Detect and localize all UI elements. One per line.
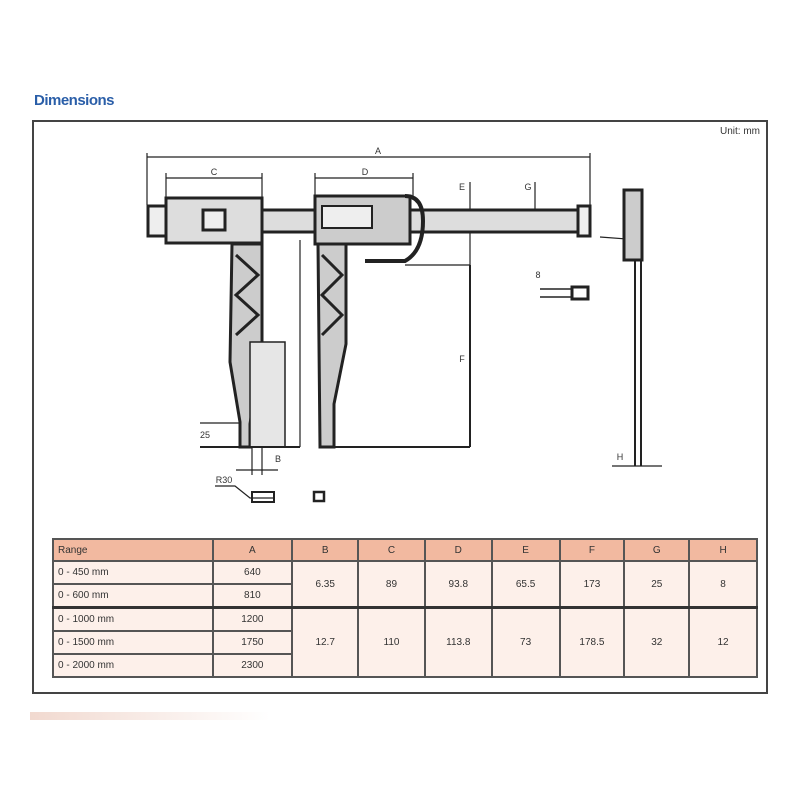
header-d: D [423,538,493,562]
table-row: 0 - 1500 mm 1750 [52,630,757,655]
label-c: C [211,167,218,177]
range-cell: 0 - 600 mm [52,583,214,609]
d-cell: 93.8 [423,560,493,609]
g-cell: 32 [623,606,691,678]
f-cell: 173 [558,560,626,609]
label-d: D [362,167,369,177]
label-e: E [459,182,465,192]
unit-label: Unit: mm [720,126,760,137]
table-row: 0 - 450 mm 640 6.35 89 93.8 65.5 173 25 … [52,560,758,609]
a-cell: 810 [211,583,294,609]
f-cell: 178.5 [558,606,626,678]
b-cell: 12.7 [291,606,360,678]
table-header-row: Range A B C D E F G H [52,538,758,562]
range-cell: 0 - 1000 mm [52,606,214,632]
a-cell: 1200 [211,606,294,632]
header-g: G [623,538,691,562]
range-cell: 0 - 1500 mm [52,630,214,655]
header-h: H [688,538,758,562]
a-cell: 1750 [211,630,294,655]
header-a: A [211,538,294,562]
e-cell: 65.5 [490,560,561,609]
label-8: 8 [535,270,540,280]
section-title: Dimensions [34,92,115,109]
label-r30: R30 [216,475,233,485]
a-cell: 2300 [211,653,294,678]
d-cell: 113.8 [423,606,493,678]
a-cell: 640 [211,560,294,585]
g-cell: 25 [623,560,691,609]
dimensions-frame [32,120,768,694]
table-row: 0 - 600 mm 810 [52,583,757,609]
label-g: G [524,182,531,192]
table-row: 0 - 1000 mm 1200 12.7 110 113.8 73 178.5… [52,606,758,678]
e-cell: 73 [490,606,561,678]
cropped-next-section [30,712,270,720]
c-cell: 110 [357,606,426,678]
b-cell: 6.35 [291,560,360,609]
label-25: 25 [200,430,210,440]
range-cell: 0 - 2000 mm [52,653,214,678]
h-cell: 12 [688,606,758,678]
header-b: B [291,538,360,562]
label-h: H [617,452,624,462]
header-c: C [357,538,426,562]
table-row: 0 - 2000 mm 2300 [52,653,757,678]
range-cell: 0 - 450 mm [52,560,214,585]
label-a: A [375,146,381,156]
dimensions-table: Range A B C D E F G H 0 - 450 mm 640 6.3… [52,538,758,678]
label-b: B [275,454,281,464]
label-f: F [459,354,465,364]
h-cell: 8 [688,560,758,609]
header-range: Range [52,538,214,562]
header-e: E [490,538,561,562]
c-cell: 89 [357,560,426,609]
header-f: F [558,538,626,562]
